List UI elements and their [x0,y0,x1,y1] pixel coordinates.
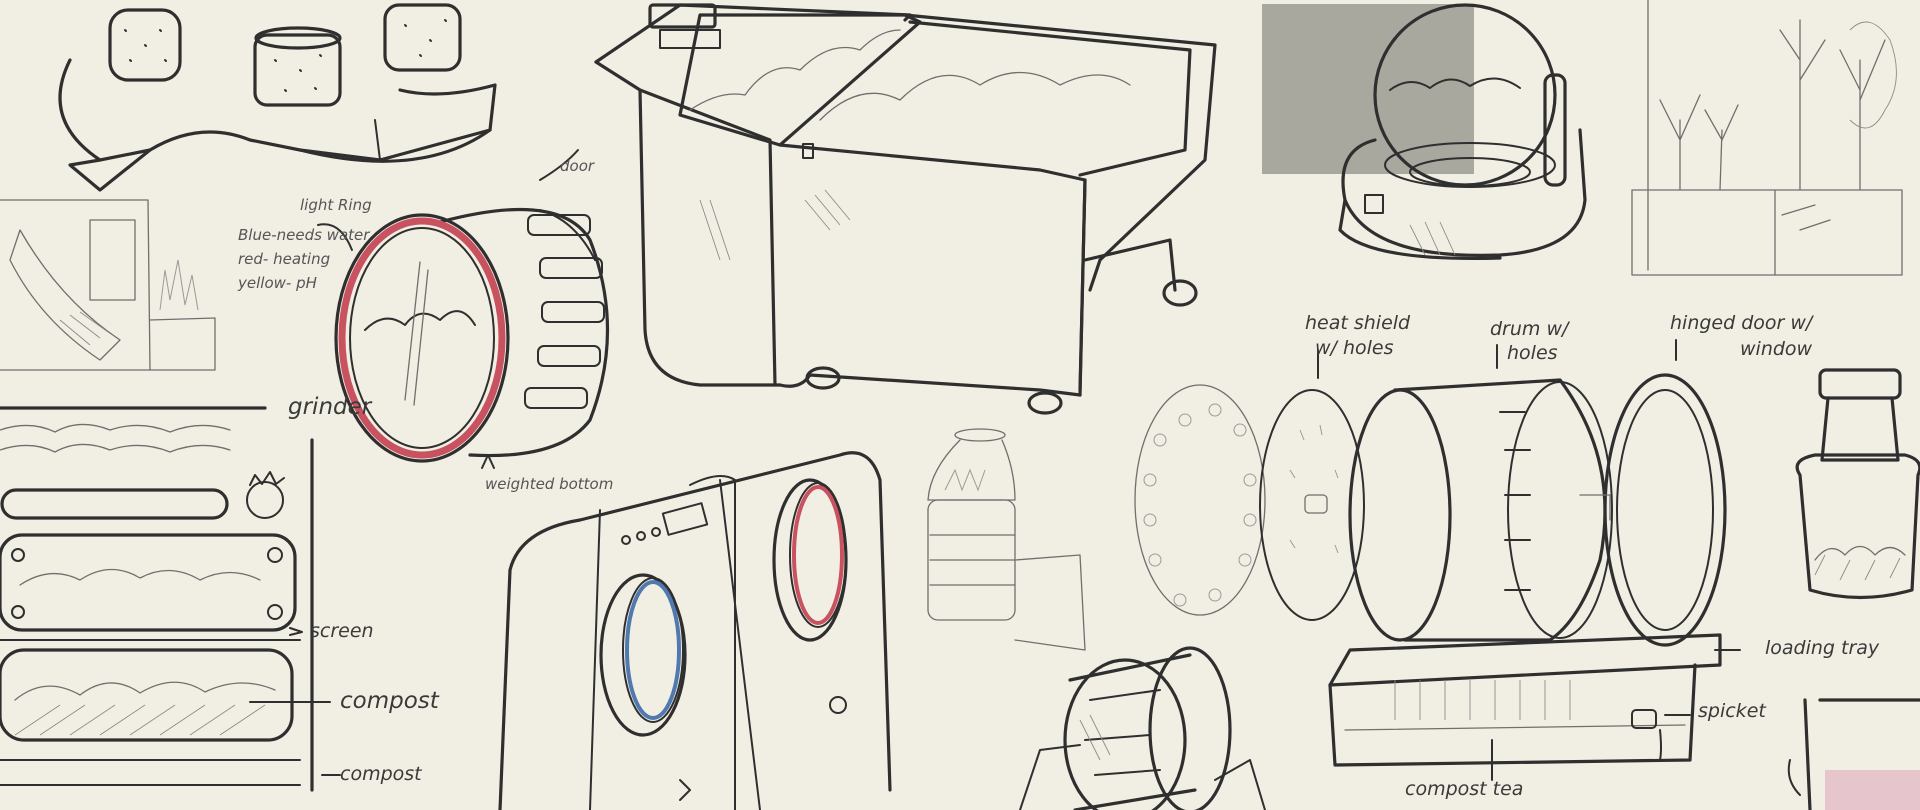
annotation-compost-tea: compost tea [1405,778,1524,800]
barrel-light-ring-sketch [317,149,610,469]
annotation-hinged-door: hinged door w/ [1670,312,1813,334]
annotation-yellow-note: yellow- pH [238,274,317,292]
annotation-weighted-bottom: weighted bottom [485,475,614,493]
annotation-heat-shield: heat shield [1305,312,1411,334]
annotation-drum-holes: holes [1507,342,1558,364]
annotation-compost: compost [340,688,439,714]
double-bin-cart-sketch [594,3,1217,415]
annotation-door: door [560,157,595,175]
exploded-drum-sketch [1134,339,1741,781]
layered-compost-sketch [0,406,341,792]
annotation-red-note: red- heating [238,250,331,268]
sphere-composter-sketch [1262,3,1587,261]
annotation-drum: drum w/ [1490,318,1569,340]
annotation-hinged-window: window [1740,338,1813,360]
glass-jar-sketch [927,428,1086,651]
annotation-compost-bottom: compost [340,763,422,785]
planter-trees-sketch [1631,0,1903,276]
annotation-grinder: grinder [288,394,372,420]
annotation-heat-shield-holes: w/ holes [1315,337,1394,359]
pots-on-ribbon-sketch [58,3,497,192]
annotation-blue-note: Blue-needs water [238,226,370,244]
rotating-frame-sketch [1019,646,1266,810]
annotation-screen: screen [310,620,374,642]
washer-composter-sketch [498,451,892,810]
countertop-grinder-sketch [1787,368,1920,810]
chute-cabinet-sketch [0,199,216,371]
annotation-light-ring: light Ring [300,196,372,214]
annotation-loading-tray: loading tray [1765,637,1880,659]
annotation-spicket: spicket [1698,700,1766,722]
